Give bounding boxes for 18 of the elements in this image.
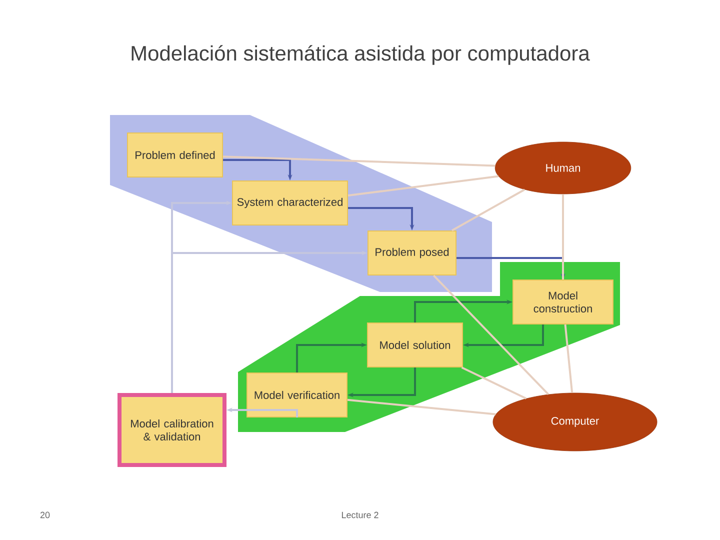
connector: [348, 175, 499, 197]
process-box: Model construction: [512, 280, 614, 324]
connector: [564, 324, 574, 393]
footer-text: Lecture 2: [342, 512, 378, 518]
footer-text: 20: [40, 512, 50, 518]
connector: [432, 274, 550, 396]
process-box: Model solution: [367, 322, 463, 368]
process-box: Model calibration & validation: [118, 392, 226, 467]
process-box: Problem posed: [368, 230, 456, 276]
connector: [451, 188, 526, 232]
connector: [347, 398, 496, 416]
connector: [562, 194, 564, 280]
connector: [461, 366, 527, 400]
process-box: Model verification: [246, 372, 348, 418]
slide-title: Modelación sistemática asistida por computadora: [132, 45, 590, 65]
process-box: System characterized: [232, 180, 348, 226]
connector: [222, 156, 496, 167]
process-box: Problem defined: [127, 132, 223, 178]
